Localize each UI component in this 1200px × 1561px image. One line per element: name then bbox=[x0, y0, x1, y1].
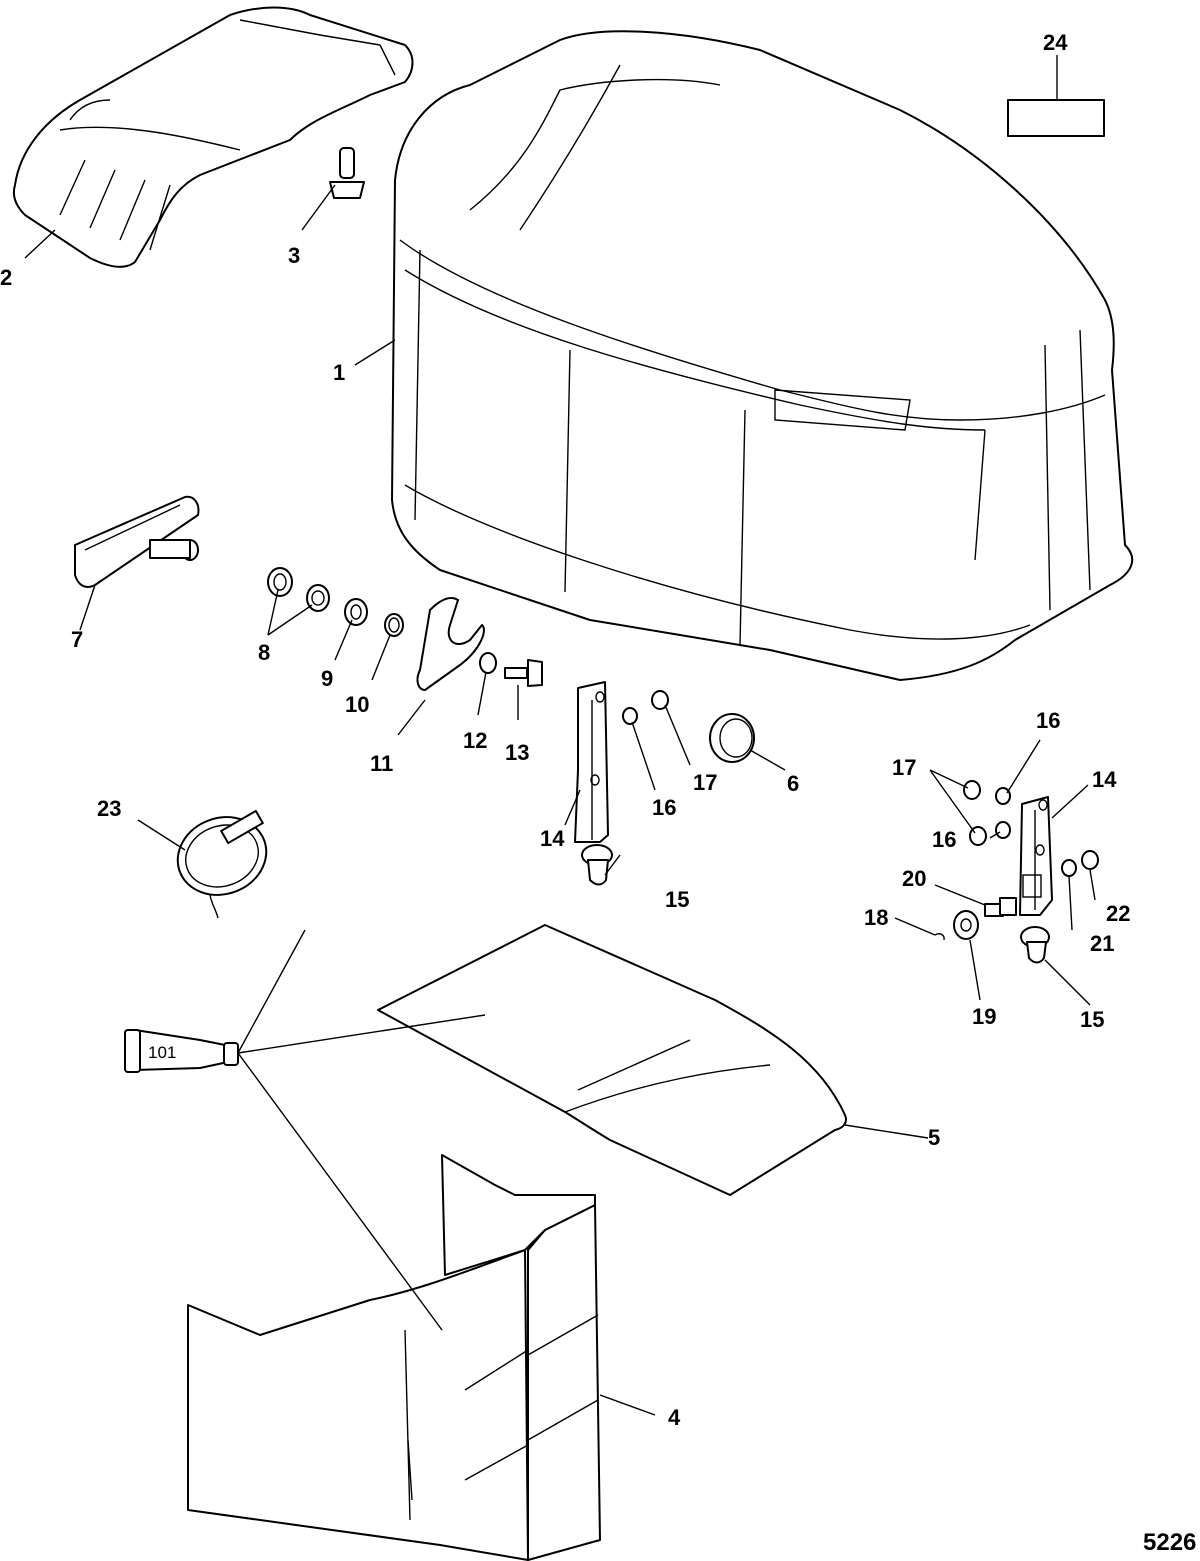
top-cowl bbox=[391, 30, 1134, 681]
callout-16-left: 16 bbox=[652, 795, 676, 820]
nut-22 bbox=[1081, 850, 1099, 870]
washer-12 bbox=[479, 652, 497, 674]
callout-20: 20 bbox=[902, 866, 926, 891]
pin-20 bbox=[984, 897, 1017, 917]
callout-17-left: 17 bbox=[693, 770, 717, 795]
bushing-8a bbox=[267, 567, 293, 597]
callout-12: 12 bbox=[463, 728, 487, 753]
callout-23: 23 bbox=[97, 796, 121, 821]
bolt-13 bbox=[504, 659, 543, 687]
grommet-left bbox=[581, 844, 613, 886]
washer-21 bbox=[1061, 859, 1077, 877]
callout-18: 18 bbox=[864, 905, 888, 930]
washer-16-right-b bbox=[995, 821, 1011, 839]
callout-6: 6 bbox=[787, 771, 799, 796]
bushing-8b bbox=[306, 584, 330, 612]
callout-15-right: 15 bbox=[1080, 1007, 1104, 1032]
callout-5: 5 bbox=[928, 1125, 940, 1150]
top-cover bbox=[12, 6, 414, 268]
callout-19: 19 bbox=[972, 1004, 996, 1029]
grommet-right bbox=[1020, 926, 1050, 964]
callout-14-left: 14 bbox=[540, 826, 565, 851]
callout-16-right-mid: 16 bbox=[932, 827, 956, 852]
callout-7: 7 bbox=[71, 627, 83, 652]
spacer-19 bbox=[953, 910, 979, 940]
pad bbox=[377, 924, 847, 1196]
decal bbox=[1007, 99, 1105, 137]
foam-lining bbox=[187, 1154, 601, 1561]
latch bbox=[74, 495, 200, 588]
leader-lines bbox=[24, 55, 1096, 1416]
callout-10: 10 bbox=[345, 692, 369, 717]
clip-18 bbox=[934, 933, 945, 941]
tube-label: 101 bbox=[148, 1043, 176, 1062]
nut-17-right-a bbox=[963, 780, 981, 800]
bracket-right bbox=[1019, 796, 1053, 916]
callout-9: 9 bbox=[321, 666, 333, 691]
callout-17-right: 17 bbox=[892, 755, 916, 780]
sealant-tube bbox=[124, 1029, 239, 1073]
callout-14-right: 14 bbox=[1092, 767, 1117, 792]
bracket-left bbox=[574, 681, 609, 843]
callout-15-left: 15 bbox=[665, 887, 689, 912]
callout-24: 24 bbox=[1043, 30, 1068, 55]
callout-3: 3 bbox=[288, 243, 300, 268]
washer-10 bbox=[384, 613, 404, 637]
callout-21: 21 bbox=[1090, 931, 1114, 956]
cap bbox=[709, 713, 755, 763]
callout-8: 8 bbox=[258, 640, 270, 665]
callout-2: 2 bbox=[0, 265, 12, 290]
hook bbox=[416, 597, 485, 691]
callout-13: 13 bbox=[505, 740, 529, 765]
harness bbox=[176, 809, 268, 919]
nut-17-left bbox=[651, 690, 669, 710]
callout-labels: 1 2 3 4 5 6 7 8 9 10 11 12 13 14 14 15 1… bbox=[0, 30, 1196, 1556]
callout-4: 4 bbox=[668, 1405, 681, 1430]
callout-16-right-top: 16 bbox=[1036, 708, 1060, 733]
washer-9 bbox=[344, 598, 368, 626]
screw bbox=[329, 147, 365, 199]
figure-number: 5226 bbox=[1143, 1529, 1196, 1556]
callout-11: 11 bbox=[370, 751, 393, 776]
callout-1: 1 bbox=[333, 360, 345, 385]
callout-22: 22 bbox=[1106, 901, 1130, 926]
washer-16-right-a bbox=[995, 787, 1011, 805]
washer-16-left bbox=[622, 707, 638, 725]
